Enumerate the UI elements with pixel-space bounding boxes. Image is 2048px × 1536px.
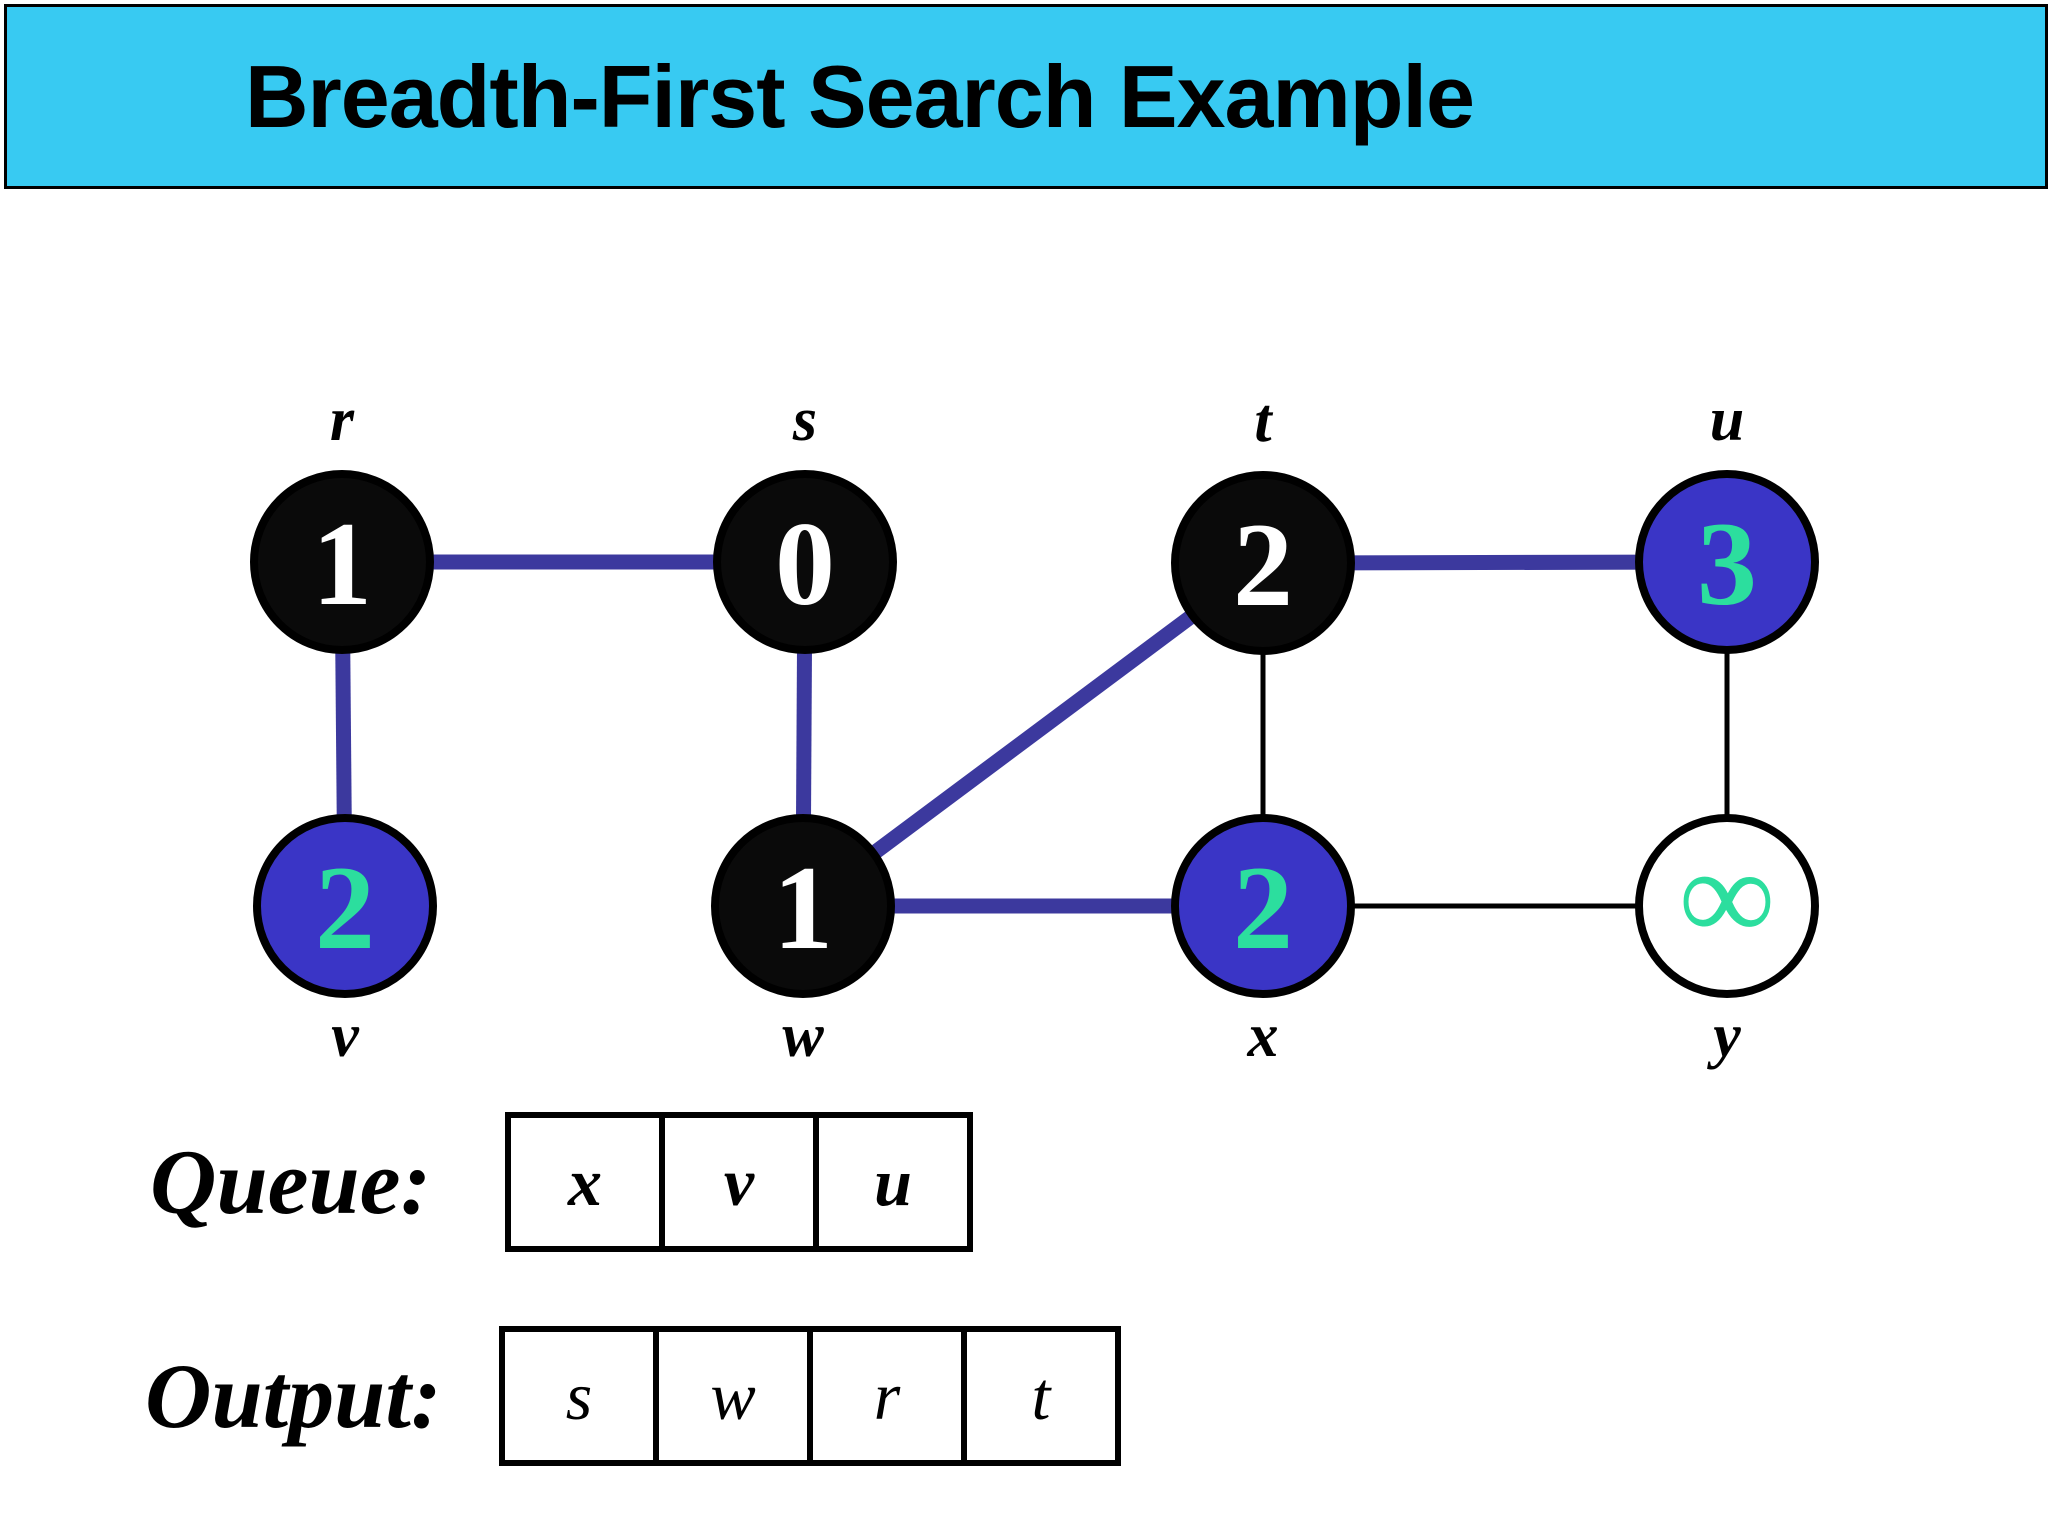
node-u-distance: 3 (1697, 497, 1757, 630)
node-r (250, 470, 434, 654)
node-r-label: r (330, 386, 355, 454)
queue-cell: x (505, 1112, 665, 1252)
output-cell: r (807, 1326, 967, 1466)
node-w-distance: 1 (773, 841, 833, 974)
node-x-label: x (1247, 1002, 1279, 1070)
edge-w-t (798, 556, 1268, 913)
node-t (1171, 471, 1355, 655)
page-title: Breadth-First Search Example (245, 46, 1475, 146)
node-u-label: u (1710, 386, 1744, 454)
queue-label: Queue: (150, 1131, 432, 1233)
output-cell: w (653, 1326, 813, 1466)
node-s (713, 470, 897, 654)
output-label: Output: (145, 1345, 442, 1447)
node-v-distance: 2 (315, 841, 375, 974)
node-x (1171, 814, 1355, 998)
node-u (1635, 470, 1819, 654)
queue-boxes: x v u (505, 1112, 973, 1252)
node-v (253, 814, 437, 998)
node-t-label: t (1254, 387, 1273, 455)
node-y-distance: ∞ (1680, 822, 1774, 969)
node-v-label: v (331, 1002, 360, 1070)
queue-cell: v (659, 1112, 819, 1252)
node-r-distance: 1 (312, 497, 372, 630)
node-y-label: y (1706, 1002, 1741, 1070)
node-t-distance: 2 (1233, 498, 1293, 631)
title-bar: Breadth-First Search Example (4, 4, 2048, 189)
output-cell: t (961, 1326, 1121, 1466)
node-w-label: w (782, 1002, 824, 1070)
node-y (1635, 814, 1819, 998)
node-s-distance: 0 (775, 497, 835, 630)
node-w (711, 814, 895, 998)
node-x-distance: 2 (1233, 841, 1293, 974)
output-boxes: s w r t (499, 1326, 1121, 1466)
output-cell: s (499, 1326, 659, 1466)
queue-cell: u (813, 1112, 973, 1252)
node-s-label: s (792, 386, 817, 454)
